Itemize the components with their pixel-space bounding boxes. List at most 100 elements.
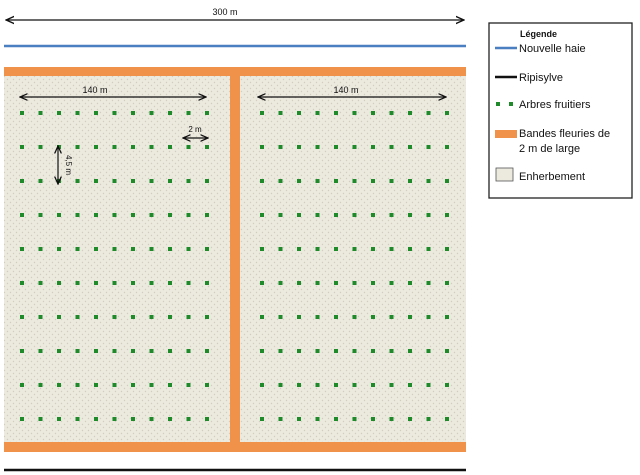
tree-left-r2-c6 bbox=[112, 145, 117, 149]
tree-right-r8-c9 bbox=[408, 349, 412, 353]
tree-right-r1-c5 bbox=[334, 111, 338, 115]
tree-left-r3-c5 bbox=[94, 179, 98, 183]
tree-right-r6-c9 bbox=[408, 281, 412, 285]
grass-plot-right bbox=[240, 76, 466, 442]
tree-right-r4-c4 bbox=[315, 213, 320, 217]
tree-right-r3-c9 bbox=[408, 179, 412, 183]
tree-left-r2-c8 bbox=[149, 145, 154, 149]
legend-flower-strips-label-2: 2 m de large bbox=[519, 143, 580, 155]
tree-left-r6-c6 bbox=[112, 281, 117, 285]
tree-left-r9-c10 bbox=[186, 383, 191, 387]
tree-left-r7-c2 bbox=[38, 315, 43, 319]
tree-right-r10-c7 bbox=[371, 417, 375, 421]
tree-right-r1-c9 bbox=[408, 111, 412, 115]
tree-right-r8-c7 bbox=[371, 349, 375, 353]
tree-left-r3-c11 bbox=[205, 179, 209, 183]
legend-riparian-label: Ripisylve bbox=[519, 72, 563, 84]
tree-right-r6-c3 bbox=[297, 281, 301, 285]
legend: Légende Nouvelle haie Ripisylve Arbres f… bbox=[488, 22, 633, 199]
tree-right-r3-c3 bbox=[297, 179, 301, 183]
tree-left-r9-c9 bbox=[168, 383, 172, 387]
tree-right-r1-c4 bbox=[315, 111, 320, 115]
tree-right-r7-c6 bbox=[352, 315, 357, 319]
tree-left-r3-c1 bbox=[20, 179, 24, 183]
tree-right-r9-c4 bbox=[315, 383, 320, 387]
tree-right-r5-c7 bbox=[371, 247, 375, 251]
tree-left-r2-c1 bbox=[20, 145, 24, 149]
plot-left-width-label: 140 m bbox=[82, 85, 107, 95]
tree-left-r8-c7 bbox=[131, 349, 135, 353]
tree-right-r2-c5 bbox=[334, 145, 338, 149]
tree-right-r5-c11 bbox=[445, 247, 449, 251]
tree-right-r7-c8 bbox=[389, 315, 394, 319]
tree-left-r5-c4 bbox=[75, 247, 80, 251]
tree-left-r6-c7 bbox=[131, 281, 135, 285]
tree-right-r9-c1 bbox=[260, 383, 264, 387]
tree-left-r6-c11 bbox=[205, 281, 209, 285]
tree-left-r7-c7 bbox=[131, 315, 135, 319]
tree-left-r1-c7 bbox=[131, 111, 135, 115]
tree-left-r3-c2 bbox=[38, 179, 43, 183]
tree-right-r4-c1 bbox=[260, 213, 264, 217]
tree-left-r5-c1 bbox=[20, 247, 24, 251]
tree-left-r10-c5 bbox=[94, 417, 98, 421]
tree-right-r2-c8 bbox=[389, 145, 394, 149]
tree-left-r6-c9 bbox=[168, 281, 172, 285]
tree-left-r1-c10 bbox=[186, 111, 191, 115]
tree-left-r7-c1 bbox=[20, 315, 24, 319]
tree-right-r8-c2 bbox=[278, 349, 283, 353]
tree-right-r8-c4 bbox=[315, 349, 320, 353]
tree-left-r3-c6 bbox=[112, 179, 117, 183]
tree-left-r4-c2 bbox=[38, 213, 43, 217]
tree-left-r10-c11 bbox=[205, 417, 209, 421]
tree-left-r8-c11 bbox=[205, 349, 209, 353]
tree-right-r5-c8 bbox=[389, 247, 394, 251]
tree-right-r1-c11 bbox=[445, 111, 449, 115]
tree-left-r6-c8 bbox=[149, 281, 154, 285]
tree-left-r1-c4 bbox=[75, 111, 80, 115]
tree-left-r9-c1 bbox=[20, 383, 24, 387]
tree-left-r10-c2 bbox=[38, 417, 43, 421]
tree-right-r2-c4 bbox=[315, 145, 320, 149]
tree-right-r3-c6 bbox=[352, 179, 357, 183]
tree-right-r4-c6 bbox=[352, 213, 357, 217]
tree-left-r5-c2 bbox=[38, 247, 43, 251]
tree-right-r3-c5 bbox=[334, 179, 338, 183]
tree-right-r8-c1 bbox=[260, 349, 264, 353]
tree-right-r8-c8 bbox=[389, 349, 394, 353]
tree-left-r10-c7 bbox=[131, 417, 135, 421]
tree-right-r2-c1 bbox=[260, 145, 264, 149]
tree-right-r4-c7 bbox=[371, 213, 375, 217]
tree-right-r6-c4 bbox=[315, 281, 320, 285]
tree-left-r3-c9 bbox=[168, 179, 172, 183]
flower-strip-top bbox=[4, 67, 466, 76]
tree-left-r6-c3 bbox=[57, 281, 61, 285]
tree-left-r8-c5 bbox=[94, 349, 98, 353]
tree-right-r9-c3 bbox=[297, 383, 301, 387]
tree-right-r7-c4 bbox=[315, 315, 320, 319]
tree-right-r6-c7 bbox=[371, 281, 375, 285]
tree-right-r4-c8 bbox=[389, 213, 394, 217]
flower-strip-bottom bbox=[4, 442, 466, 452]
tree-left-r5-c3 bbox=[57, 247, 61, 251]
tree-left-r4-c6 bbox=[112, 213, 117, 217]
tree-left-r3-c8 bbox=[149, 179, 154, 183]
tree-right-r10-c10 bbox=[426, 417, 431, 421]
tree-right-r2-c2 bbox=[278, 145, 283, 149]
tree-right-r3-c11 bbox=[445, 179, 449, 183]
tree-left-r2-c7 bbox=[131, 145, 135, 149]
tree-left-r4-c3 bbox=[57, 213, 61, 217]
tree-right-r10-c4 bbox=[315, 417, 320, 421]
tree-right-r8-c5 bbox=[334, 349, 338, 353]
tree-right-r5-c4 bbox=[315, 247, 320, 251]
total-width-label: 300 m bbox=[212, 7, 237, 17]
tree-right-r6-c5 bbox=[334, 281, 338, 285]
legend-grass-swatch bbox=[495, 167, 514, 182]
tree-right-r5-c3 bbox=[297, 247, 301, 251]
tree-right-r3-c1 bbox=[260, 179, 264, 183]
tree-right-r4-c9 bbox=[408, 213, 412, 217]
tree-left-r1-c11 bbox=[205, 111, 209, 115]
legend-title: Légende bbox=[520, 29, 557, 39]
tree-left-r10-c10 bbox=[186, 417, 191, 421]
